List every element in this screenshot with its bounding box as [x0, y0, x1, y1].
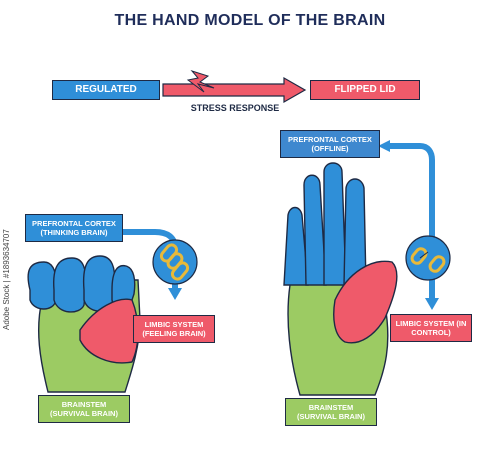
right-chain-icon [378, 140, 451, 310]
diagram-title: THE HAND MODEL OF THE BRAIN [114, 12, 386, 29]
regulated-label: REGULATED [52, 80, 160, 100]
stress-response-label: STRESS RESPONSE [190, 103, 280, 113]
left-prefrontal-label: PREFRONTAL CORTEX (THINKING BRAIN) [25, 214, 123, 242]
right-brainstem-label: BRAINSTEM (SURVIVAL BRAIN) [285, 398, 377, 426]
flipped-lid-label: FLIPPED LID [310, 80, 420, 100]
left-hand-fist [27, 255, 141, 393]
right-hand-open [283, 162, 398, 396]
left-brainstem-label: BRAINSTEM (SURVIVAL BRAIN) [38, 395, 130, 423]
right-limbic-label: LIMBIC SYSTEM (IN CONTROL) [390, 314, 472, 342]
stress-arrow [162, 70, 307, 104]
right-prefrontal-label: PREFRONTAL CORTEX (OFFLINE) [280, 130, 380, 158]
stock-id: Adobe Stock | #1893634707 [2, 229, 11, 330]
left-limbic-label: LIMBIC SYSTEM (FEELING BRAIN) [133, 315, 215, 343]
